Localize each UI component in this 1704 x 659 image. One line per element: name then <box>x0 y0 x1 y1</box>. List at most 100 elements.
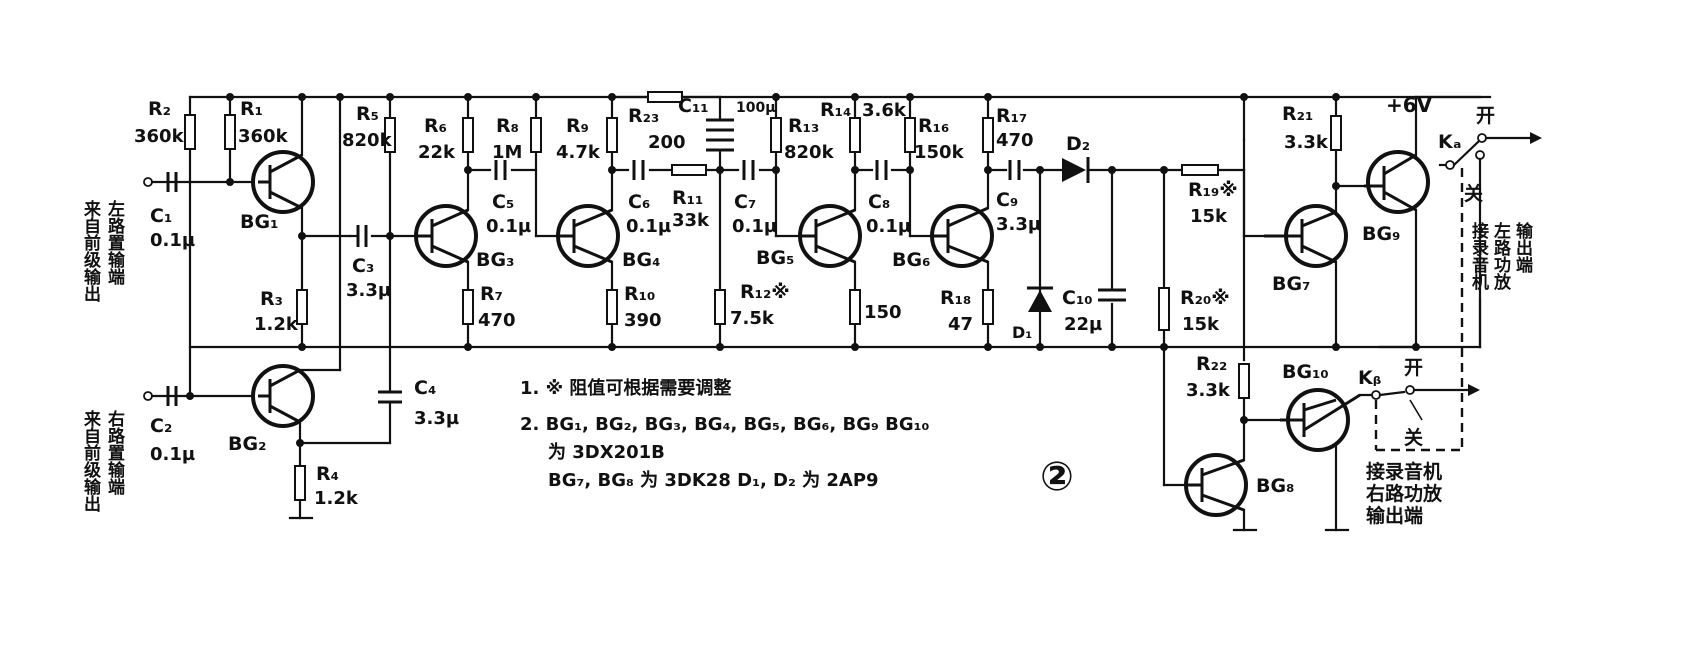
svg-text:C₁₁: C₁₁ <box>678 95 709 117</box>
svg-text:1M: 1M <box>492 142 522 163</box>
component-labels: R₂ 360k R₁ 360k C₁ 0.1µ C₂ 0.1µ BG₁ BG₂ … <box>134 93 1495 509</box>
output-switches <box>1371 132 1542 452</box>
svg-text:BG₈: BG₈ <box>1256 475 1294 497</box>
svg-text:R₂₁: R₂₁ <box>1282 103 1313 125</box>
junctions <box>186 93 1420 447</box>
svg-text:接录音机: 接录音机 <box>1468 221 1489 291</box>
diodes <box>1027 157 1090 312</box>
diode-d1 <box>1027 286 1053 312</box>
resistor-r23 <box>647 91 683 103</box>
svg-text:15k: 15k <box>1182 314 1220 335</box>
svg-text:R₇: R₇ <box>480 283 503 305</box>
svg-text:R₉: R₉ <box>566 115 589 137</box>
resistor-r3 <box>296 289 308 325</box>
svg-text:360k: 360k <box>238 126 289 147</box>
svg-text:C₁₀: C₁₀ <box>1062 287 1093 309</box>
svg-text:R₁₂※: R₁₂※ <box>740 281 790 303</box>
svg-text:C₁: C₁ <box>150 205 172 227</box>
svg-text:0.1µ: 0.1µ <box>150 444 195 465</box>
svg-text:来自前级输出: 来自前级输出 <box>80 409 102 513</box>
resistor-r15 <box>849 289 861 325</box>
svg-text:3.3µ: 3.3µ <box>346 280 391 301</box>
svg-text:Kₐ: Kₐ <box>1438 131 1461 153</box>
svg-text:右路置输端: 右路置输端 <box>104 409 125 496</box>
svg-text:3.3µ: 3.3µ <box>996 214 1041 235</box>
svg-text:关: 关 <box>1464 182 1483 205</box>
resistor-r14 <box>849 117 861 153</box>
capacitor-c6 <box>632 160 645 180</box>
capacitors <box>166 95 1126 406</box>
svg-text:820k: 820k <box>342 130 393 151</box>
svg-text:BG₉: BG₉ <box>1362 223 1400 245</box>
svg-text:来自前级输出: 来自前级输出 <box>80 199 102 303</box>
svg-text:开: 开 <box>1404 357 1423 379</box>
svg-text:0.1µ: 0.1µ <box>866 216 911 237</box>
capacitor-c10 <box>1098 288 1126 302</box>
capacitor-c4 <box>378 390 402 404</box>
note-line-2: 2. BG₁, BG₂, BG₃, BG₄, BG₅, BG₆, BG₉ BG₁… <box>520 414 930 435</box>
svg-text:关: 关 <box>1404 426 1423 449</box>
svg-text:C₂: C₂ <box>150 415 172 437</box>
svg-text:R₃: R₃ <box>260 288 283 310</box>
transistors <box>251 150 1430 517</box>
svg-text:15k: 15k <box>1190 206 1228 227</box>
svg-text:22k: 22k <box>418 142 456 163</box>
transistor-bg10 <box>1280 388 1361 452</box>
svg-text:R₁: R₁ <box>240 98 263 120</box>
svg-text:150: 150 <box>864 302 902 323</box>
svg-text:7.5k: 7.5k <box>730 308 775 329</box>
resistor-r7 <box>462 289 474 325</box>
svg-text:200: 200 <box>648 132 686 153</box>
resistor-r11 <box>671 164 707 176</box>
capacitor-c5 <box>494 160 507 180</box>
capacitor-c9 <box>1008 160 1021 180</box>
resistor-r22 <box>1238 363 1250 399</box>
svg-text:0.1µ: 0.1µ <box>486 216 531 237</box>
resistor-r2 <box>184 114 196 150</box>
svg-text:R₆: R₆ <box>424 115 447 137</box>
svg-text:R₁₉※: R₁₉※ <box>1188 179 1238 201</box>
transistor-bg3 <box>414 204 478 268</box>
svg-text:R₁₄: R₁₄ <box>820 99 851 121</box>
svg-text:输出端: 输出端 <box>1366 504 1423 527</box>
svg-text:R₁₆: R₁₆ <box>918 115 949 137</box>
svg-text:470: 470 <box>478 310 516 331</box>
svg-text:开: 开 <box>1476 105 1495 127</box>
transistor-bg5 <box>798 204 862 268</box>
svg-text:470: 470 <box>996 130 1034 151</box>
resistor-r9 <box>606 117 618 153</box>
svg-text:3.3µ: 3.3µ <box>414 408 459 429</box>
svg-text:3.3k: 3.3k <box>1186 380 1231 401</box>
transistor-bg1 <box>251 150 315 214</box>
svg-text:3.6k: 3.6k <box>862 100 907 121</box>
svg-text:BG₂: BG₂ <box>228 433 266 455</box>
svg-text:1.2k: 1.2k <box>314 488 359 509</box>
svg-text:R₂₂: R₂₂ <box>1196 353 1227 375</box>
figure-number: ② <box>1040 454 1074 500</box>
svg-text:R₄: R₄ <box>316 463 339 485</box>
svg-text:C₃: C₃ <box>352 255 374 277</box>
svg-text:820k: 820k <box>784 142 835 163</box>
svg-text:150k: 150k <box>914 142 965 163</box>
svg-text:输出端: 输出端 <box>1512 221 1533 274</box>
svg-text:C₄: C₄ <box>414 377 436 399</box>
transistor-bg7 <box>1264 204 1348 268</box>
svg-text:R₁₇: R₁₇ <box>996 105 1027 127</box>
svg-text:4.7k: 4.7k <box>556 142 601 163</box>
svg-text:C₅: C₅ <box>492 191 514 213</box>
transistor-bg9 <box>1364 150 1430 214</box>
svg-text:22µ: 22µ <box>1064 314 1102 335</box>
svg-text:360k: 360k <box>134 126 185 147</box>
terminal-labels: 来自前级输出 左路置输端 来自前级输出 右路置输端 接录音机 左路功放 输出端 … <box>80 177 1533 527</box>
svg-text:33k: 33k <box>672 210 710 231</box>
svg-text:D₁: D₁ <box>1012 323 1032 342</box>
svg-text:左路置输端: 左路置输端 <box>104 199 125 286</box>
resistor-r4 <box>294 465 306 501</box>
svg-text:0.1µ: 0.1µ <box>626 216 671 237</box>
capacitor-c7 <box>742 160 755 180</box>
svg-text:R₁₀: R₁₀ <box>624 283 655 305</box>
resistor-r6 <box>462 117 474 153</box>
svg-text:BG₅: BG₅ <box>756 247 794 269</box>
svg-text:47: 47 <box>948 314 973 335</box>
